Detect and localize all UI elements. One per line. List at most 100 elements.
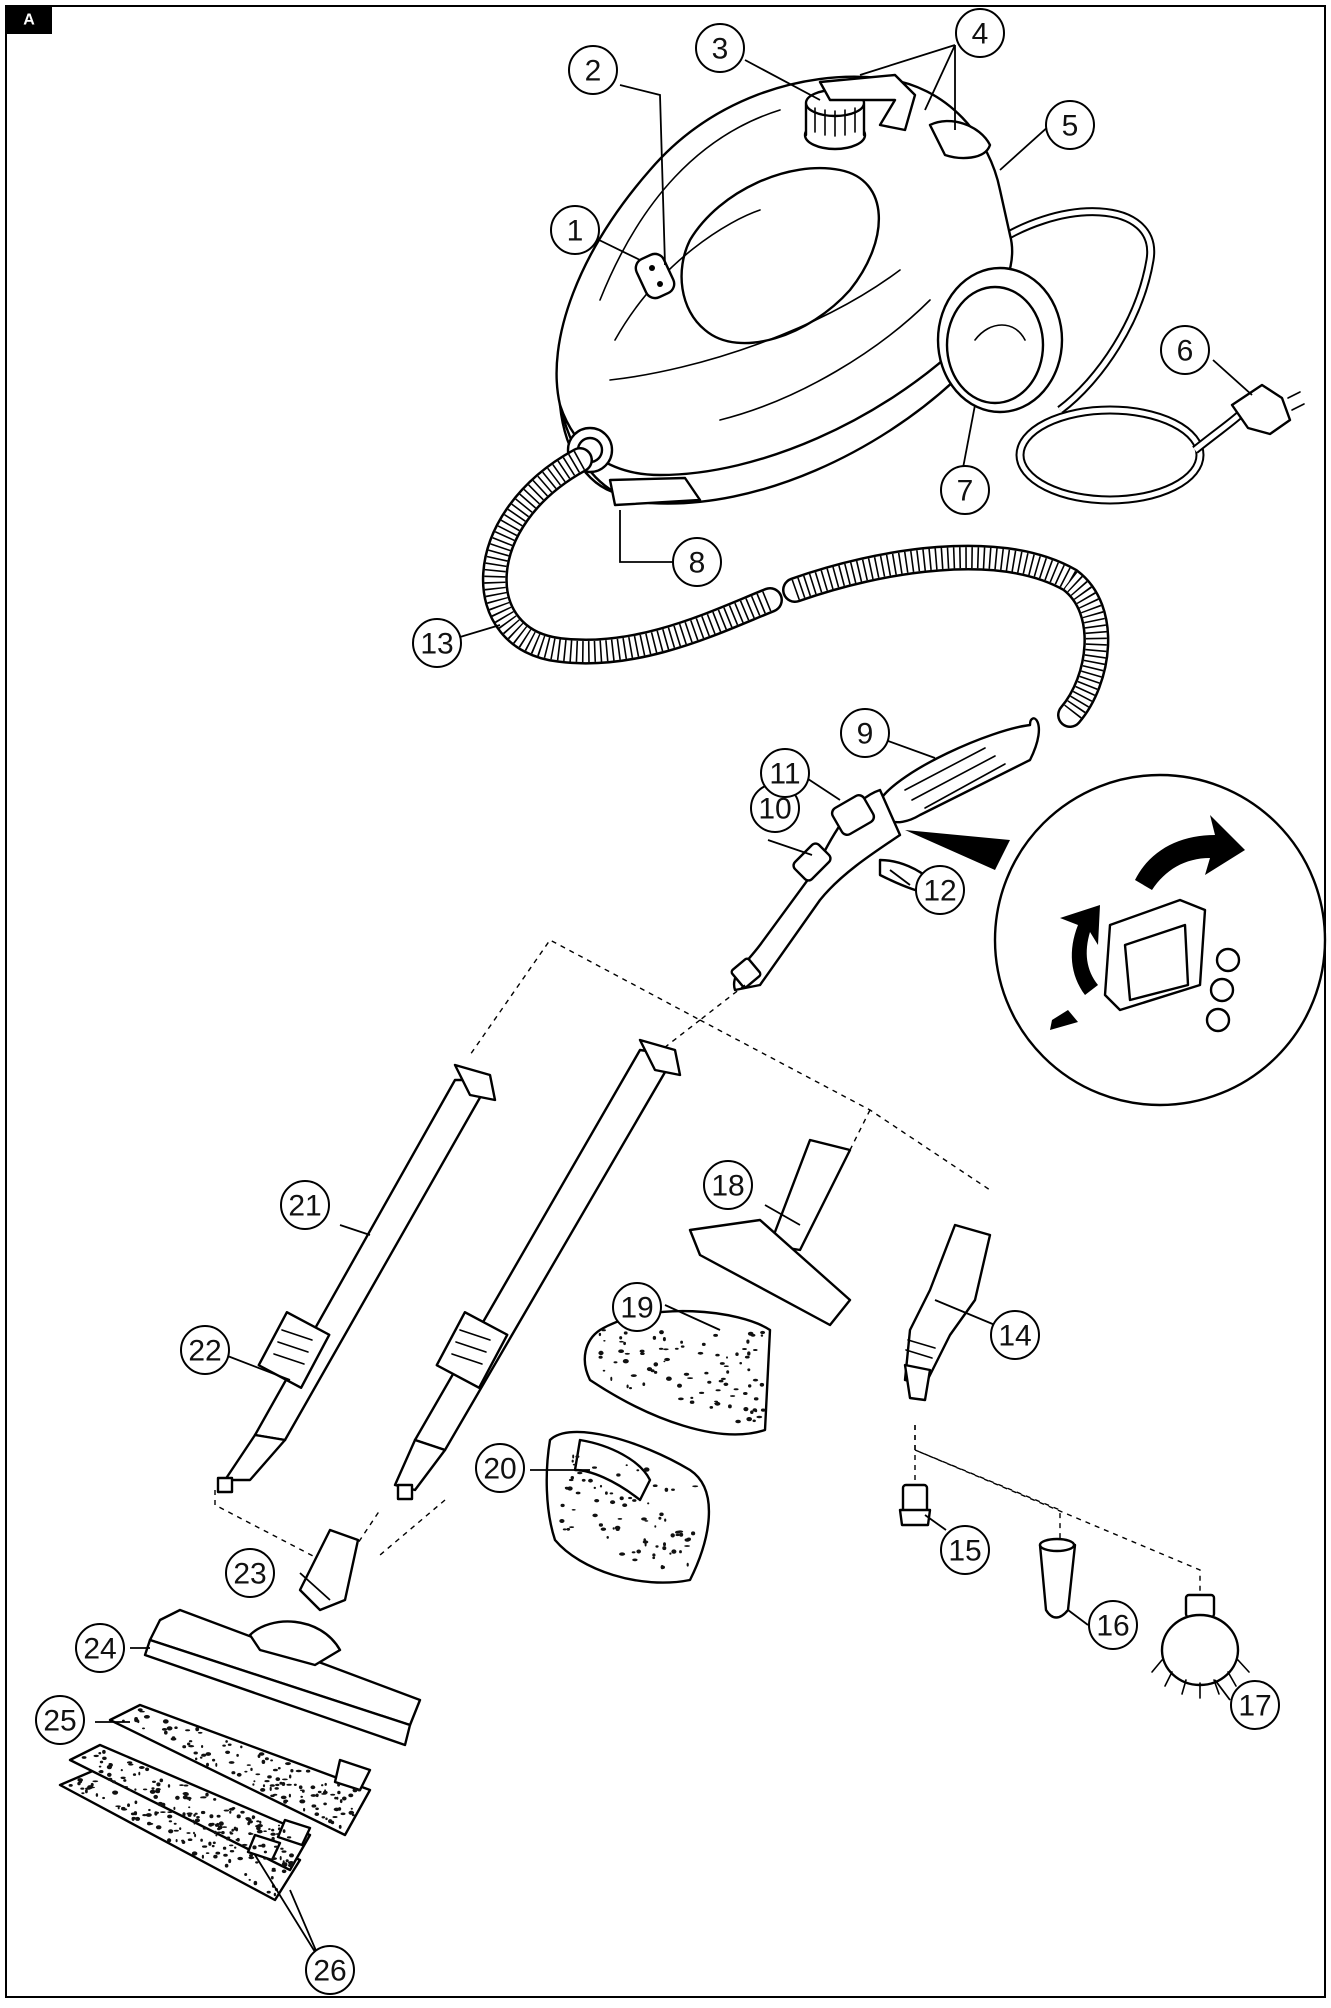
speck-dot xyxy=(126,1761,133,1764)
speck-dot xyxy=(236,1814,241,1819)
speck-dot xyxy=(640,1352,645,1355)
speck-dot xyxy=(603,1340,606,1342)
speck-dot xyxy=(187,1838,193,1841)
callout-23: 23 xyxy=(225,1548,275,1598)
switch-detail-view xyxy=(993,773,1327,1107)
speck-dot xyxy=(666,1376,672,1381)
speck-dot xyxy=(271,1857,277,1860)
speck-dot xyxy=(626,1384,629,1389)
speck-dot xyxy=(233,1826,237,1831)
speck-dot xyxy=(174,1726,178,1729)
callout-number: 16 xyxy=(1096,1610,1129,1643)
speck-dot xyxy=(154,1811,158,1816)
callout-circle xyxy=(940,1525,990,1575)
speck-dot xyxy=(338,1807,342,1811)
speck-dot xyxy=(272,1768,278,1772)
speck-dot xyxy=(575,1455,580,1458)
speck-dot xyxy=(229,1844,234,1847)
speck-dot xyxy=(248,1832,252,1835)
speck-dot xyxy=(692,1485,699,1488)
speck-dot xyxy=(264,1780,270,1783)
speck-dot xyxy=(85,1789,88,1794)
speck-dot xyxy=(253,1880,258,1886)
power-plug-icon xyxy=(1230,383,1305,436)
speck-dot xyxy=(199,1756,203,1759)
speck-dot xyxy=(280,1847,284,1850)
speck-dot xyxy=(192,1819,195,1823)
speck-dot xyxy=(644,1542,647,1547)
speck-dot xyxy=(193,1831,195,1835)
speck-dot xyxy=(98,1765,102,1768)
speck-dot xyxy=(730,1395,736,1397)
speck-dot xyxy=(663,1542,666,1547)
speck-dot xyxy=(90,1782,94,1787)
speck-dot xyxy=(718,1379,724,1383)
speck-dot xyxy=(613,1361,618,1364)
speck-dot xyxy=(659,1330,664,1335)
speck-dot xyxy=(183,1784,189,1787)
speck-dot xyxy=(699,1391,705,1394)
speck-dot xyxy=(197,1731,203,1734)
speck-dot xyxy=(185,1729,191,1732)
speck-dot xyxy=(340,1812,346,1816)
speck-dot xyxy=(234,1846,237,1849)
speck-dot xyxy=(684,1545,690,1547)
speck-dot xyxy=(643,1538,646,1543)
body-groove xyxy=(614,209,761,341)
speck-dot xyxy=(332,1816,338,1818)
speck-dot xyxy=(142,1788,148,1791)
callout-25: 25 xyxy=(35,1695,85,1745)
callout-circle xyxy=(305,1945,355,1995)
speck-dot xyxy=(157,1801,164,1807)
speck-dot xyxy=(139,1710,145,1713)
speck-dot xyxy=(231,1828,234,1832)
speck-dot xyxy=(228,1808,233,1810)
speck-dot xyxy=(286,1783,292,1786)
speck-dot xyxy=(229,1831,232,1834)
speck-dot xyxy=(652,1484,658,1487)
speck-dot xyxy=(111,1780,116,1784)
speck-dot xyxy=(261,1759,266,1764)
speck-dot xyxy=(632,1558,638,1562)
speck-dot xyxy=(680,1345,685,1348)
callout-1: 1 xyxy=(550,205,600,255)
speck-dot xyxy=(664,1518,667,1522)
speck-dot xyxy=(342,1796,347,1801)
callout-number: 19 xyxy=(620,1292,653,1325)
speck-dot xyxy=(226,1836,231,1839)
speck-dot xyxy=(133,1811,138,1816)
speck-dot xyxy=(617,1518,623,1520)
speck-dot xyxy=(636,1469,640,1472)
speck-dot xyxy=(723,1365,729,1367)
rotate-up-arrow-icon xyxy=(1135,815,1245,890)
speck-dot xyxy=(619,1340,624,1343)
speck-dot xyxy=(286,1836,292,1839)
speck-dot xyxy=(310,1794,317,1797)
speck-dot xyxy=(581,1478,586,1482)
speck-dot xyxy=(271,1869,277,1872)
speck-dot xyxy=(624,1352,630,1355)
speck-dot xyxy=(210,1822,215,1826)
speck-dot xyxy=(295,1769,302,1773)
speck-dot xyxy=(273,1845,279,1848)
callout-26: 26 xyxy=(305,1945,355,1995)
speck-dot xyxy=(173,1829,179,1832)
speck-dot xyxy=(298,1785,303,1790)
callout-24: 24 xyxy=(75,1623,125,1673)
speck-dot xyxy=(715,1389,721,1392)
callout-8: 8 xyxy=(672,537,722,587)
speck-dot xyxy=(92,1780,99,1783)
speck-dot xyxy=(167,1814,173,1819)
speck-dot xyxy=(636,1549,641,1554)
speck-dot xyxy=(299,1799,306,1804)
speck-dot xyxy=(735,1419,741,1424)
speck-dot xyxy=(179,1784,184,1786)
speck-dot xyxy=(107,1772,112,1777)
speck-dot xyxy=(723,1382,729,1387)
figure-corner-tag: A xyxy=(6,6,52,34)
speck-dot xyxy=(664,1487,669,1492)
speck-dot xyxy=(269,1784,275,1787)
water-level-window xyxy=(680,166,880,345)
speck-dot xyxy=(721,1377,726,1380)
